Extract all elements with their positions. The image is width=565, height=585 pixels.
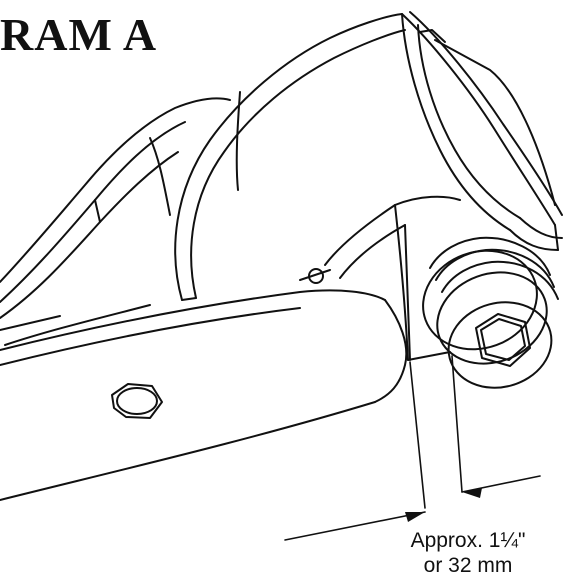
dimension-label-line-1: Approx. 1¼" <box>410 529 526 552</box>
dimension-lines <box>284 355 541 541</box>
lower-arm <box>0 289 408 501</box>
dimension-label: Approx. 1¼" or 32 mm <box>368 528 565 578</box>
upper-arm <box>0 97 231 346</box>
end-cap <box>401 11 563 251</box>
collar <box>299 195 461 361</box>
dimension-label-line-2: or 32 mm <box>423 554 513 577</box>
diagram-title: RAM A <box>0 9 158 60</box>
pivot-pin <box>422 236 559 389</box>
hex-bolt-icon <box>475 313 531 367</box>
dimension-arrows <box>405 488 482 522</box>
hex-nut-icon <box>111 383 163 419</box>
housing-dome <box>174 13 406 301</box>
